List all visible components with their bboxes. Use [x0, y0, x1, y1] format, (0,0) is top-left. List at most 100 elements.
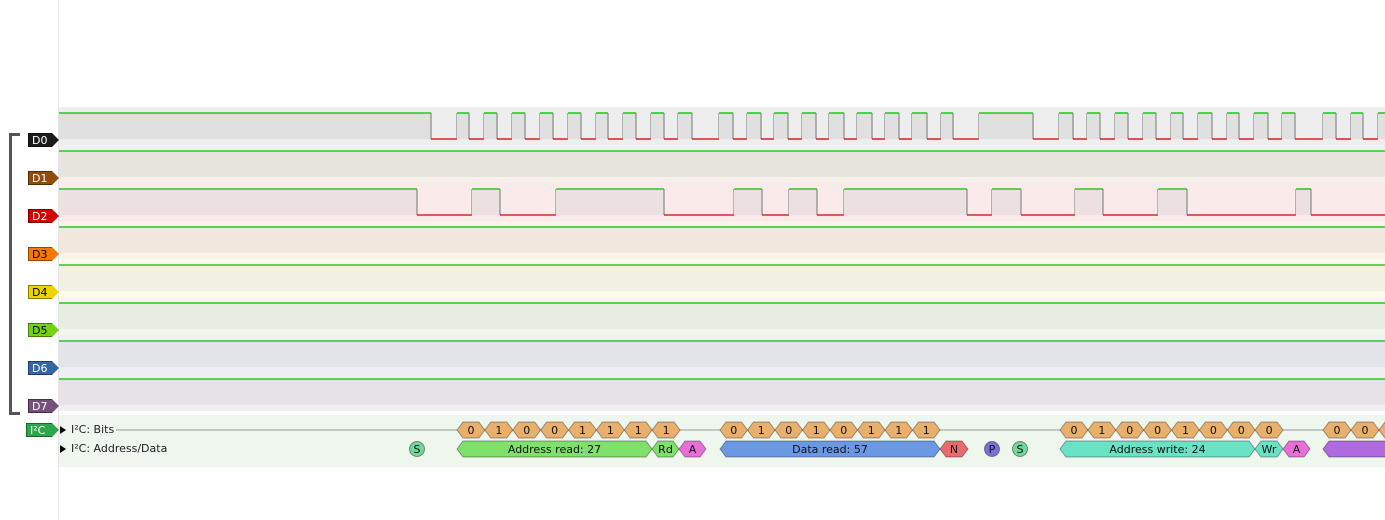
annotation-p[interactable]: P [984, 441, 1000, 457]
bit-annotation[interactable]: 1 [801, 421, 831, 439]
address-data-annotation[interactable]: N [939, 440, 969, 458]
annotation-text: P [989, 443, 996, 456]
signal-high-fill [857, 113, 872, 139]
bit-annotation[interactable]: 1 [595, 421, 625, 439]
bit-annotation[interactable]: 1 [567, 421, 597, 439]
annotation-text: 0 [523, 424, 530, 437]
signal-high-fill [512, 113, 525, 139]
signal-high-fill [59, 341, 1385, 367]
bit-annotation[interactable]: 0 [719, 421, 749, 439]
annotation-text: Rd [658, 443, 673, 456]
annotation-text: N [950, 443, 958, 456]
annotation-text: 1 [1182, 424, 1189, 437]
bit-annotation[interactable]: 0 [1254, 421, 1284, 439]
bit-annotation[interactable]: 0 [456, 421, 486, 439]
address-data-annotation[interactable]: A [678, 440, 707, 458]
annotation-shape [678, 440, 707, 458]
bit-annotation[interactable]: 1 [651, 421, 681, 439]
signal-high-fill [802, 113, 816, 139]
address-data-annotation[interactable]: Wr [1254, 440, 1284, 458]
signal-high-fill [1115, 113, 1128, 139]
annotation-text: 0 [840, 424, 847, 437]
bit-annotation[interactable]: 0 [1350, 421, 1380, 439]
bit-annotation[interactable] [1378, 421, 1385, 439]
signal-high-fill [484, 113, 497, 139]
signal-high-fill [1158, 189, 1187, 215]
annotation-text: Address read: 27 [508, 443, 601, 456]
address-data-annotation[interactable]: Address write: 24 [1059, 440, 1256, 458]
address-data-annotation[interactable] [1322, 440, 1385, 458]
address-data-annotation[interactable]: A [1282, 440, 1311, 458]
bit-annotation[interactable]: 1 [623, 421, 653, 439]
bit-annotation[interactable]: 0 [1143, 421, 1173, 439]
bit-annotation[interactable]: 0 [829, 421, 859, 439]
channel-label-d0[interactable]: D0 [28, 133, 59, 147]
bit-annotation[interactable]: 0 [1059, 421, 1089, 439]
bit-annotation[interactable]: 0 [1198, 421, 1228, 439]
annotation-text: 1 [663, 424, 670, 437]
bit-annotation[interactable]: 1 [884, 421, 914, 439]
bit-annotation[interactable]: 0 [1226, 421, 1256, 439]
annotation-text: 0 [1238, 424, 1245, 437]
channel-label-d5[interactable]: D5 [28, 323, 59, 337]
channel-label-d4[interactable]: D4 [28, 285, 59, 299]
address-data-annotation[interactable]: Address read: 27 [456, 440, 653, 458]
signal-high-fill [1198, 113, 1212, 139]
annotation-s[interactable]: S [1012, 441, 1028, 457]
annotation-s[interactable]: S [409, 441, 425, 457]
signal-high-fill [941, 113, 953, 139]
channel-label-d1[interactable]: D1 [28, 171, 59, 185]
bit-annotation[interactable]: 1 [911, 421, 941, 439]
signal-high-fill [568, 113, 581, 139]
signal-high-fill [472, 189, 500, 215]
bit-annotation[interactable]: 1 [856, 421, 886, 439]
bit-annotation[interactable]: 1 [484, 421, 514, 439]
bit-annotation[interactable]: 0 [1115, 421, 1145, 439]
signal-D6 [59, 340, 1385, 367]
signal-high-fill [885, 113, 899, 139]
annotation-shape [1012, 441, 1028, 457]
annotation-text: 0 [1126, 424, 1133, 437]
annotation-shape [1282, 440, 1311, 458]
bit-annotation[interactable]: 0 [540, 421, 570, 439]
annotation-shape [409, 441, 425, 457]
signal-high-fill [1378, 113, 1385, 139]
signal-high-fill [651, 113, 664, 139]
signal-high-fill [747, 113, 761, 139]
annotation-text: S [414, 443, 421, 456]
channel-label-d7[interactable]: D7 [28, 399, 59, 413]
channel-label-d6[interactable]: D6 [28, 361, 59, 375]
annotation-text: 1 [868, 424, 875, 437]
channel-label-d2[interactable]: D2 [28, 209, 59, 223]
row-expand-icon[interactable] [60, 445, 66, 453]
signal-high-fill [1282, 113, 1295, 139]
annotation-text: Data read: 57 [792, 443, 868, 456]
annotation-text: 1 [1098, 424, 1105, 437]
signal-high-fill [556, 189, 664, 215]
signal-high-fill [59, 189, 417, 215]
bit-annotation[interactable]: 0 [512, 421, 542, 439]
annotation-text: Wr [1262, 443, 1277, 456]
signal-high-fill [59, 151, 1385, 177]
bit-annotation[interactable]: 0 [1322, 421, 1352, 439]
row-expand-icon[interactable] [60, 426, 66, 434]
decoder-label-i2c[interactable]: I²C [26, 423, 59, 437]
annotation-shape [911, 421, 941, 439]
annotation-text: 1 [607, 424, 614, 437]
signal-high-fill [789, 189, 817, 215]
signal-high-fill [1087, 113, 1100, 139]
bit-annotation[interactable]: 1 [1170, 421, 1200, 439]
bit-annotation[interactable]: 0 [774, 421, 804, 439]
signal-high-fill [623, 113, 636, 139]
address-data-annotation[interactable]: Rd [651, 440, 680, 458]
channel-label-d3[interactable]: D3 [28, 247, 59, 261]
signal-D3 [59, 226, 1385, 253]
address-data-annotation[interactable]: Data read: 57 [719, 440, 941, 458]
annotation-text: 0 [551, 424, 558, 437]
signal-high-fill [719, 113, 733, 139]
bit-annotation[interactable]: 1 [1087, 421, 1117, 439]
bit-annotation[interactable]: 1 [746, 421, 776, 439]
signal-high-fill [1227, 113, 1239, 139]
annotation-text: 0 [1334, 424, 1341, 437]
